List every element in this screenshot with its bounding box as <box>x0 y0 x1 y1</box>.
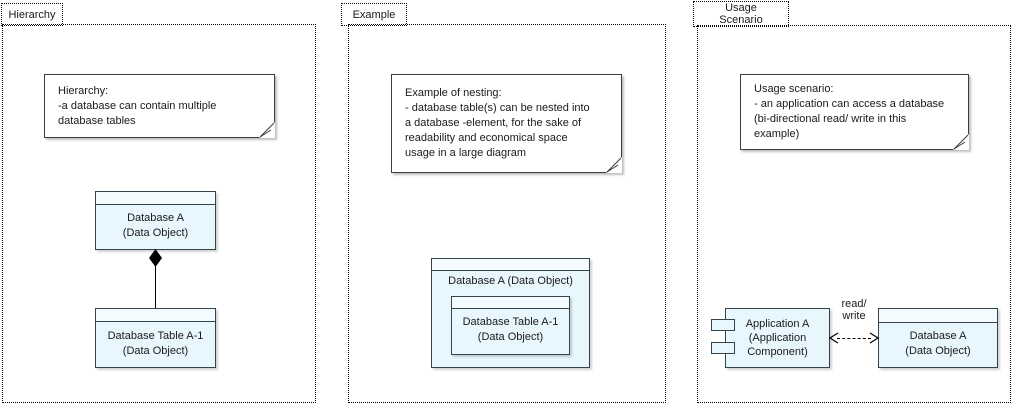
arrowhead-left-icon <box>829 332 839 344</box>
data-object-band-icon <box>452 297 569 309</box>
shape-application-a-label: Application A (Application Component) <box>745 318 810 358</box>
group-hierarchy[interactable] <box>2 24 316 403</box>
shape-database-a-label: Database A (Data Object) <box>122 212 189 239</box>
group-label-example[interactable]: Example <box>341 3 407 26</box>
shape-database-a[interactable]: Database A (Data Object) <box>95 191 216 250</box>
data-object-band-icon <box>96 192 215 205</box>
shape-database-a-nesting-label: Database A (Data Object) <box>448 275 573 287</box>
group-label-usage-scenario[interactable]: Usage Scenario <box>693 1 789 27</box>
data-object-band-icon <box>96 309 215 322</box>
shape-database-a-usage-label: Database A (Data Object) <box>905 330 971 357</box>
access-relation-line[interactable] <box>837 338 871 339</box>
note-fold-icon <box>953 134 969 150</box>
note-fold-icon <box>606 157 622 173</box>
shape-database-table-a1-label: Database Table A-1 (Data Object) <box>107 330 204 357</box>
group-label-hierarchy-text: Hierarchy <box>8 8 56 21</box>
composition-connector[interactable] <box>155 250 156 308</box>
group-label-usage-scenario-text: Usage Scenario <box>719 2 763 26</box>
data-object-band-icon <box>432 259 589 271</box>
note-hierarchy-text: Hierarchy: -a database can contain multi… <box>58 84 217 127</box>
note-usage-scenario[interactable]: Usage scenario: - an application can acc… <box>740 74 969 150</box>
shape-database-table-a1[interactable]: Database Table A-1 (Data Object) <box>95 308 216 368</box>
note-fold-icon <box>259 122 275 138</box>
component-tab-icon <box>711 342 735 354</box>
note-usage-scenario-text: Usage scenario: - an application can acc… <box>754 83 945 140</box>
shape-nested-database-table-a1[interactable]: Database Table A-1 (Data Object) <box>451 296 570 355</box>
shape-nested-database-table-a1-label: Database Table A-1 (Data Object) <box>462 316 559 343</box>
group-label-example-text: Example <box>352 8 396 21</box>
component-tab-icon <box>711 319 735 331</box>
note-hierarchy[interactable]: Hierarchy: -a database can contain multi… <box>44 74 275 138</box>
data-object-band-icon <box>879 309 997 323</box>
composition-diamond-icon <box>149 249 162 267</box>
access-relation-label: read/ write <box>841 298 867 322</box>
shape-database-a-usage[interactable]: Database A (Data Object) <box>878 308 998 368</box>
group-label-hierarchy[interactable]: Hierarchy <box>1 3 63 26</box>
group-usage-scenario[interactable] <box>697 25 1011 403</box>
shape-application-a[interactable]: Application A (Application Component) <box>725 308 830 368</box>
note-example[interactable]: Example of nesting: - database table(s) … <box>391 74 622 173</box>
group-example[interactable] <box>348 24 666 403</box>
arrowhead-right-icon <box>869 332 879 344</box>
note-example-text: Example of nesting: - database table(s) … <box>405 87 590 159</box>
